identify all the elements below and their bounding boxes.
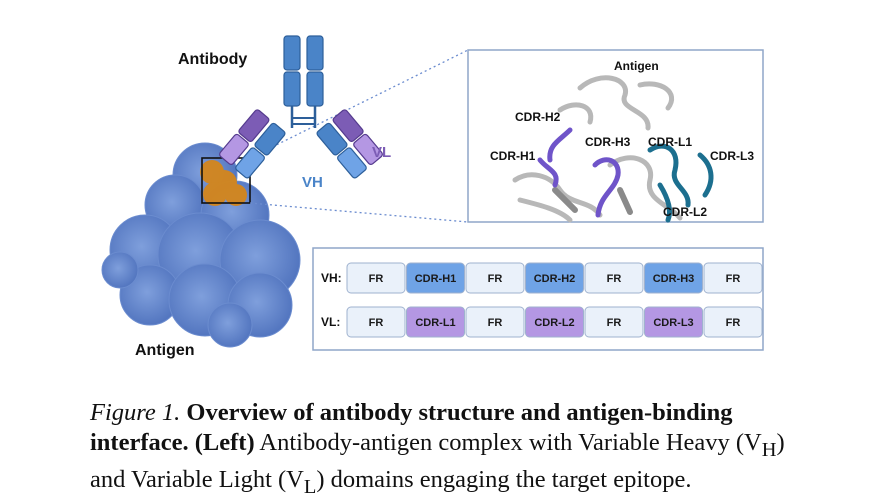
vl-cell-cdr-l2 bbox=[525, 306, 584, 338]
epitope-patch bbox=[200, 160, 247, 206]
vl-cell-label: CDR-L1 bbox=[415, 317, 455, 329]
figure-panel: Antibody Antigen VH VL An bbox=[101, 35, 764, 359]
vl-label: VL bbox=[372, 144, 391, 161]
antigen-blob bbox=[101, 142, 301, 348]
antibody-label: Antibody bbox=[178, 51, 247, 68]
vl-cell-label: FR bbox=[607, 317, 622, 329]
cdr-l1-label: CDR-L1 bbox=[648, 135, 692, 149]
vh-cell-fr bbox=[346, 262, 406, 294]
inset-structure: Antigen CDR-H2 CDR-H1 CDR-H3 CDR-L1 CDR-… bbox=[467, 49, 764, 223]
vh-label: VH bbox=[302, 174, 323, 191]
antibody-structure bbox=[219, 35, 383, 179]
vh-cell-label: FR bbox=[726, 273, 741, 285]
caption-panel: (Left) bbox=[194, 429, 255, 456]
vh-cell-fr bbox=[703, 262, 763, 294]
vl-cell-label: CDR-L2 bbox=[534, 317, 574, 329]
caption-sub-h: H bbox=[761, 438, 777, 461]
vh-cell-fr bbox=[584, 262, 644, 294]
vl-cell-fr bbox=[703, 306, 763, 338]
vh-cell-fr bbox=[465, 262, 525, 294]
vl-cells-row: FR CDR-L1 FR CDR-L2 FR CDR-L3 FR bbox=[346, 306, 763, 338]
caption-text-1: Antibody-antigen complex with Variable H… bbox=[259, 429, 762, 456]
vh-cell-label: CDR-H3 bbox=[653, 273, 695, 285]
vh-cell-cdr-h1 bbox=[406, 262, 465, 294]
vh-cells-row: FR CDR-H1 FR CDR-H2 FR CDR-H3 FR bbox=[346, 262, 763, 294]
cdr-h3-label: CDR-H3 bbox=[585, 135, 631, 149]
vh-cell-cdr-h3 bbox=[644, 262, 703, 294]
vh-cell-label: CDR-H1 bbox=[415, 273, 457, 285]
vh-cell-label: CDR-H2 bbox=[534, 273, 576, 285]
vh-cell-label: FR bbox=[607, 273, 622, 285]
vl-cell-cdr-l1 bbox=[406, 306, 465, 338]
cdr-h2-label: CDR-H2 bbox=[515, 110, 561, 124]
vh-cell-label: FR bbox=[369, 273, 384, 285]
vl-cell-fr bbox=[346, 306, 406, 338]
cdr-h1-label: CDR-H1 bbox=[490, 149, 536, 163]
vl-cell-fr bbox=[584, 306, 644, 338]
vl-cell-label: CDR-L3 bbox=[653, 317, 693, 329]
vl-cell-label: FR bbox=[488, 317, 503, 329]
zoom-line-top bbox=[249, 49, 469, 159]
cdr-l3-label: CDR-L3 bbox=[710, 149, 754, 163]
antigen-label: Antigen bbox=[135, 342, 195, 359]
figure-caption: Figure 1. Overview of antibody structure… bbox=[90, 398, 810, 502]
cdr-l2-label: CDR-L2 bbox=[663, 205, 707, 219]
caption-text-3: ) domains engaging the target epitope. bbox=[316, 465, 692, 493]
inset-antigen-label: Antigen bbox=[614, 59, 659, 73]
vh-row-label: VH: bbox=[321, 271, 342, 285]
zoom-line-bottom bbox=[249, 202, 469, 223]
vh-cell-cdr-h2 bbox=[525, 262, 584, 294]
caption-figure-number: Figure 1. bbox=[90, 399, 181, 426]
vl-cell-label: FR bbox=[726, 317, 741, 329]
vl-cell-fr bbox=[465, 306, 525, 338]
caption-sub-l: L bbox=[303, 475, 317, 498]
vl-cell-cdr-l3 bbox=[644, 306, 703, 338]
caption-title: Overview of antibody structure and antig… bbox=[90, 399, 733, 456]
vl-row-label: VL: bbox=[321, 315, 340, 329]
vh-cell-label: FR bbox=[488, 273, 503, 285]
vl-cell-label: FR bbox=[369, 317, 384, 329]
